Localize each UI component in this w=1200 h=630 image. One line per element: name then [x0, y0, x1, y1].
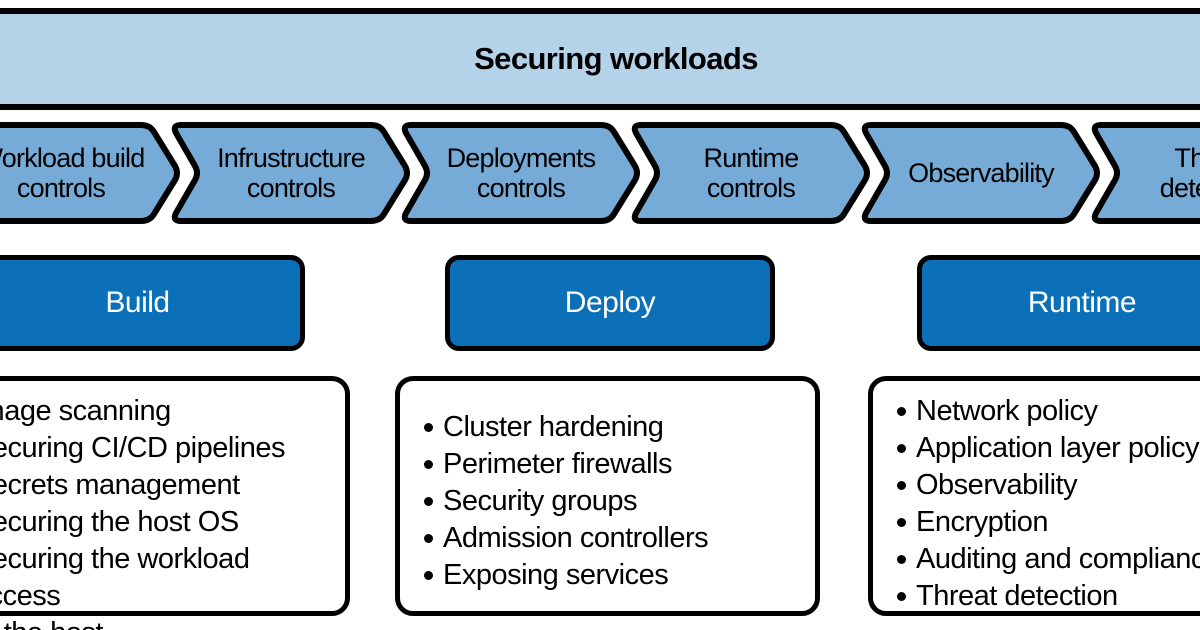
list-item: Image scanning: [0, 393, 331, 430]
bullet-icon: [424, 497, 433, 506]
list-item: Encryption: [895, 504, 1200, 541]
list-item: Observability: [895, 467, 1200, 504]
list-item: Auditing and compliance: [895, 541, 1200, 578]
chevron-arrow-icon: [861, 122, 1100, 224]
list-item-text: Auditing and compliance: [916, 543, 1200, 575]
bullet-icon: [424, 423, 433, 432]
list-item-text: Threat detection: [916, 580, 1118, 612]
pipeline-step-label: Infrustructure controls: [217, 143, 366, 203]
bullet-icon: [897, 444, 906, 453]
list-item-text: Perimeter firewalls: [443, 448, 673, 480]
list-item: Perimeter firewalls: [422, 446, 801, 483]
list-item: Admission controllers: [422, 520, 801, 557]
list-item: Securing CI/CD pipelines: [0, 430, 331, 467]
stage-title: Deploy: [564, 286, 656, 319]
list-item-text: Securing the host OS: [0, 506, 239, 538]
pipeline-step-threat-detection: Threat detection: [1085, 121, 1200, 225]
list-item-text: Exposing services: [443, 559, 669, 591]
list-item-text: Observability: [916, 469, 1078, 501]
pipeline-step-deployments-controls: Deployments controls: [395, 121, 647, 225]
banner: Securing workloads: [0, 8, 1200, 110]
list-item-text: Application layer policy: [916, 432, 1199, 464]
bullet-icon: [897, 407, 906, 416]
pipeline-step-workload-build-controls: Workload build controls: [0, 121, 187, 225]
chevron-arrow-icon: [401, 122, 640, 224]
pipeline-step-observability: Observability: [855, 121, 1107, 225]
stage-runtime-items-box: Network policy Application layer policy …: [868, 376, 1200, 616]
stage-runtime-header: Runtime: [917, 255, 1200, 351]
pipeline-step-label: Threat detection: [1159, 143, 1200, 203]
pipeline-step-label: Deployments controls: [446, 143, 597, 203]
list-item: Network policy: [895, 393, 1200, 430]
stage-build-header: Build: [0, 255, 305, 351]
stage-deploy-header: Deploy: [445, 255, 775, 351]
list-item-text: Network policy: [916, 395, 1098, 427]
bullet-icon: [424, 460, 433, 469]
list-item-text: Secrets management: [0, 469, 240, 501]
pipeline-step-label: Workload build controls: [0, 143, 145, 203]
bullet-icon: [897, 518, 906, 527]
list-item-text: Admission controllers: [443, 522, 709, 554]
list-item: Securing the host OS: [0, 504, 331, 541]
list-item-text: Encryption: [916, 506, 1049, 538]
bullet-icon: [424, 534, 433, 543]
bullet-icon: [897, 481, 906, 490]
list-item: Security groups: [422, 483, 801, 520]
list-item: Application layer policy: [895, 430, 1200, 467]
list-item: Exposing services: [422, 557, 801, 594]
pipeline-step-label: Runtime controls: [703, 143, 800, 203]
list-item: Secrets management: [0, 467, 331, 504]
pipeline-step-infrustructure-controls: Infrustructure controls: [165, 121, 417, 225]
list-item: Cluster hardening: [422, 409, 801, 446]
stage-deploy-items-box: Cluster hardening Perimeter firewalls Se…: [395, 376, 820, 616]
stage-build-items-box: Image scanning Securing CI/CD pipelines …: [0, 376, 350, 630]
chevron-arrow-icon: [171, 122, 410, 224]
chevron-arrow-icon: [1091, 122, 1200, 224]
stage-title: Build: [105, 286, 170, 319]
list-item-text: Security groups: [443, 485, 638, 517]
list-item: Securing the workload access to the host: [0, 541, 331, 630]
stage-title: Runtime: [1027, 286, 1137, 319]
figure-title: Securing workloads: [474, 41, 758, 76]
bullet-icon: [424, 571, 433, 580]
list-item-text: Image scanning: [0, 395, 171, 427]
chevron-arrow-icon: [0, 122, 180, 224]
list-item-text: Cluster hardening: [443, 411, 664, 443]
list-item: Threat detection: [895, 578, 1200, 615]
pipeline-step-runtime-controls: Runtime controls: [625, 121, 877, 225]
bullet-icon: [897, 592, 906, 601]
list-item-text: Securing CI/CD pipelines: [0, 432, 285, 464]
bullet-icon: [897, 555, 906, 564]
list-item-text: Securing the workload access to the host: [0, 543, 250, 630]
chevron-arrow-icon: [631, 122, 870, 224]
pipeline-step-label: Observability: [908, 158, 1054, 188]
